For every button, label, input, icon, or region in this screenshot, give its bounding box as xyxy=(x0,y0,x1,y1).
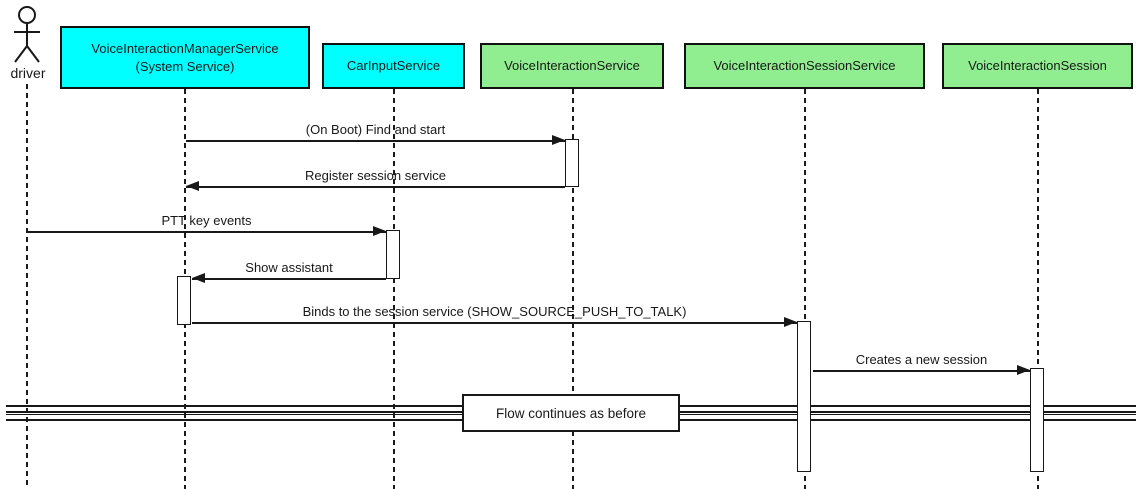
participant-voiceinteractionsession: VoiceInteractionSession xyxy=(942,43,1133,89)
arrowhead-left-icon xyxy=(192,273,205,283)
lifeline-voiceinteractionsession xyxy=(1037,89,1039,489)
message-line xyxy=(192,278,386,280)
participant-voiceinteractionservice: VoiceInteractionService xyxy=(480,43,664,89)
lifeline-voiceinteractionservice xyxy=(572,89,574,489)
person-icon xyxy=(14,6,40,63)
message-label: Register session service xyxy=(305,168,446,183)
message-binds-to-session-service: Binds to the session service (SHOW_SOURC… xyxy=(192,304,797,327)
activation-voiceinteractionservice xyxy=(565,139,579,187)
divider-label-box: Flow continues as before xyxy=(462,394,680,432)
lifeline-driver xyxy=(26,84,28,489)
lifeline-carinputservice xyxy=(393,89,395,489)
message-show-assistant: Show assistant xyxy=(192,260,386,283)
message-label: Binds to the session service (SHOW_SOURC… xyxy=(302,304,687,319)
participant-voiceinteractionsessionservice: VoiceInteractionSessionService xyxy=(684,43,925,89)
arrowhead-right-icon xyxy=(784,317,797,327)
activation-voiceinteractionsessionservice xyxy=(797,321,811,472)
message-creates-new-session: Creates a new session xyxy=(813,352,1030,375)
arrowhead-right-icon xyxy=(1017,365,1030,375)
message-line xyxy=(186,140,565,142)
message-label: Creates a new session xyxy=(855,352,988,367)
arrowhead-right-icon xyxy=(552,135,565,145)
message-line xyxy=(186,186,565,188)
lifeline-voiceinteractionsessionservice xyxy=(804,89,806,489)
arrowhead-left-icon xyxy=(186,181,199,191)
activation-carinputservice xyxy=(386,230,400,279)
divider-label: Flow continues as before xyxy=(495,405,647,421)
message-register-session-service: Register session service xyxy=(186,168,565,191)
activation-voiceinteractionmanagerservice xyxy=(177,276,191,325)
participant-voiceinteractionmanagerservice: VoiceInteractionManagerService (System S… xyxy=(60,26,310,89)
message-label: PTT key events xyxy=(161,213,252,228)
message-ptt-key-events: PTT key events xyxy=(27,213,386,236)
actor-label: driver xyxy=(10,65,46,81)
message-line xyxy=(192,322,797,324)
activation-voiceinteractionsession xyxy=(1030,368,1044,472)
message-on-boot-find-and-start: (On Boot) Find and start xyxy=(186,122,565,145)
arrowhead-right-icon xyxy=(373,226,386,236)
message-line xyxy=(27,231,386,233)
message-label: Show assistant xyxy=(245,260,333,275)
participant-carinputservice: CarInputService xyxy=(322,43,465,89)
message-line xyxy=(813,370,1030,372)
message-label: (On Boot) Find and start xyxy=(305,122,446,137)
